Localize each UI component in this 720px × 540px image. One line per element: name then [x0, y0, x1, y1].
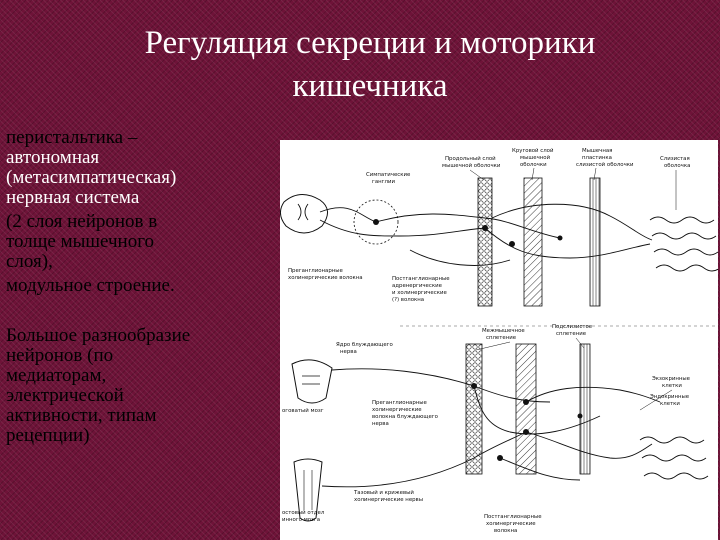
label-circular-2: мышечной [520, 154, 551, 161]
paragraph-1: перистальтика – автономная (метасимпатич… [6, 128, 268, 208]
label-sympathetic-ganglion-2: ганглии [372, 179, 395, 185]
text-line: Большое разнообразие [6, 325, 191, 346]
circular-muscle-layer [515, 177, 543, 475]
label-circular-1: Круговой слой [512, 147, 554, 154]
label-mucosa-1: Слизистая [660, 156, 690, 162]
spinal-cord-sacral-icon [293, 458, 323, 522]
text-line: (2 слоя нейронов в [6, 211, 158, 232]
label-mucosa-2: оболочка [664, 163, 690, 169]
label-exocrine-2: клетки [662, 383, 682, 389]
slide-title: Регуляция секреции и моторики кишечника [60, 22, 680, 108]
label-sacral-2: инного мозга [282, 517, 320, 523]
text-line: активности, типам [6, 405, 157, 426]
text-line: электрической [6, 385, 124, 406]
text-line: (метасимпатическая) [6, 167, 177, 188]
body-text: перистальтика – автономная (метасимпатич… [6, 128, 268, 450]
text-line: перистальтика – [6, 127, 138, 148]
paragraph-4: Большое разнообразие нейронов (по медиат… [6, 326, 268, 446]
leader-lines [469, 167, 677, 411]
label-muscularis-3: слизистой оболочки [576, 161, 634, 168]
label-postgang-chol-3: волокна [494, 528, 517, 534]
text-line: рецепции) [6, 425, 90, 446]
label-pregang-vagus-3: волокна блуждающего [372, 414, 438, 420]
label-muscularis-1: Мышечная [582, 148, 612, 154]
text-line: толще мышечного [6, 231, 155, 252]
label-postgang-2: адренергические [392, 283, 443, 289]
label-pregang-vagus-2: холинергические [372, 407, 422, 413]
label-circular-3: оболочки [520, 162, 547, 168]
text-line: медиаторам, [6, 365, 107, 386]
label-pelvic-1: Тазовый и крижевый [353, 489, 414, 496]
text-line: слоя), [6, 251, 53, 272]
paragraph-3: модульное строение. [6, 276, 268, 296]
label-submucosal-1: Подслизистое [552, 324, 593, 330]
label-endocrine-2: клетки [660, 401, 680, 407]
paragraph-2: (2 слоя нейронов в толще мышечного слоя)… [6, 212, 268, 272]
label-exocrine-1: Экзокринные [652, 376, 691, 382]
label-submucosal-2: сплетение [556, 331, 587, 337]
label-postgang-chol-2: холинергические [486, 521, 536, 527]
label-longitudinal-2: мышечной оболочки [442, 162, 501, 169]
label-pregang-1: Преганглионарные [288, 268, 344, 274]
label-intermuscular-1: Межмышечное [482, 328, 525, 334]
label-postgang-3: и холинергические [392, 290, 447, 296]
label-sympathetic-ganglion-1: Симпатические [366, 172, 411, 178]
label-brainstem: оговатый мозг [282, 407, 324, 414]
label-vagus-nucleus-2: нерва [340, 349, 357, 355]
text-line: нейронов (по [6, 345, 114, 366]
label-pregang-2: холинергические волокна [288, 275, 363, 281]
label-sacral-1: остовый отдел [282, 509, 324, 516]
label-postgang-chol-1: Постганглионарные [484, 514, 542, 520]
nerve-fibres-upper [319, 203, 653, 266]
neuron-bodies-lower [471, 383, 583, 461]
nerve-fibres-lower [321, 368, 661, 488]
nervous-system-diagram: Симпатические ганглии Продольный слой мы… [280, 140, 718, 540]
text-line: автономная [6, 147, 100, 168]
label-endocrine-1: Эндокринные [650, 394, 690, 400]
neuron-bodies-upper [482, 225, 563, 247]
label-pregang-vagus-1: Преганглионарные [372, 400, 428, 406]
spinal-cord-icon [280, 194, 328, 234]
brainstem-icon [291, 359, 333, 404]
label-longitudinal-1: Продольный слой [445, 155, 496, 162]
title-line-2: кишечника [292, 68, 448, 104]
label-postgang-4: (?) волокна [392, 297, 424, 303]
text-line: нервная система [6, 187, 140, 208]
label-intermuscular-2: сплетение [486, 335, 517, 341]
label-pelvic-2: холинергические нервы [354, 497, 423, 503]
label-postgang-1: Постганглионарные [392, 276, 450, 282]
label-muscularis-2: пластинка [582, 155, 612, 161]
text-line: модульное строение. [6, 275, 175, 296]
muscularis-mucosae [579, 177, 601, 475]
title-line-1: Регуляция секреции и моторики [144, 25, 596, 61]
label-pregang-vagus-4: нерва [372, 421, 389, 427]
label-vagus-nucleus-1: Ядро блуждающего [336, 342, 393, 348]
mucosa-villi [639, 216, 718, 480]
